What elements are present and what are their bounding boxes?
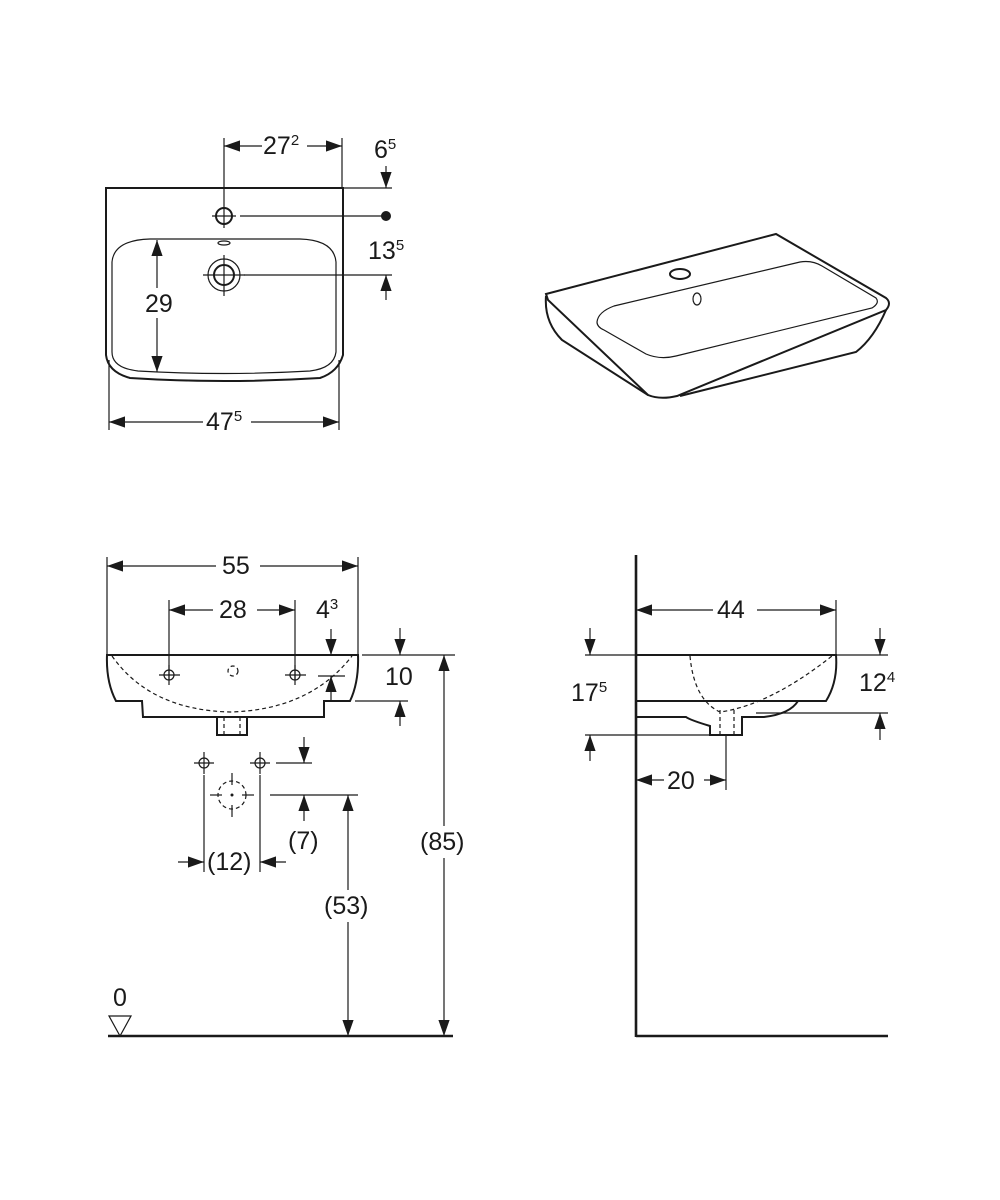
dim-side-height: 175 [571, 679, 607, 707]
dim-fixing-distance: 28 [219, 596, 247, 624]
dim-rim-tap: 65 [374, 136, 396, 164]
floor-level-icon [107, 1015, 133, 1038]
front-overflow-icon [227, 665, 239, 677]
iso-basin-rim [544, 232, 890, 399]
iso-overflow-icon [692, 292, 702, 306]
isometric-view [544, 232, 890, 399]
side-view: 44 175 124 20 [571, 555, 895, 1038]
side-basin-outline [636, 654, 838, 736]
dim-width: 475 [206, 408, 242, 436]
dim-tap-drain: 135 [368, 237, 404, 265]
tap-hole-icon [212, 204, 236, 228]
dim-total-height: (85) [420, 828, 464, 856]
fixing-hole-right-icon [285, 665, 306, 685]
fixing-hole-left-icon [159, 665, 180, 685]
dim-rim-thickness: 124 [859, 669, 895, 697]
side-bowl-hidden [689, 655, 833, 713]
dim-supply-offset: (7) [288, 827, 319, 855]
front-basin-outline [105, 654, 360, 718]
supply-right-icon [250, 752, 270, 774]
overflow-icon [217, 240, 231, 246]
dim-supply-spacing: (12) [207, 848, 251, 876]
front-drain-stub [216, 716, 248, 736]
dim-total-width: 55 [222, 552, 250, 580]
iso-basin-body [544, 295, 887, 397]
dim-tap-offset: 272 [263, 132, 299, 160]
front-view: 55 28 43 10 (12) (7) (53) (85) 0 [105, 551, 471, 1038]
dim-projection: 44 [717, 596, 745, 624]
waste-outlet-icon [210, 773, 254, 817]
dim-drain-offset: 20 [667, 767, 695, 795]
iso-tap-hole-icon [669, 268, 691, 280]
top-view: 272 65 135 29 475 [105, 131, 404, 437]
drain-icon [203, 255, 245, 296]
iso-bowl [596, 260, 878, 359]
dim-fixing-height: 43 [316, 596, 338, 624]
front-bowl-hidden [111, 655, 353, 713]
floor-level-label: 0 [113, 984, 127, 1012]
dim-depth: 29 [145, 290, 173, 318]
supply-left-icon [194, 752, 214, 774]
dim-supply-height: (53) [324, 892, 368, 920]
dim-rim-height: 10 [385, 663, 413, 691]
top-basin-outline [105, 187, 344, 382]
top-basin-bowl [111, 238, 337, 375]
